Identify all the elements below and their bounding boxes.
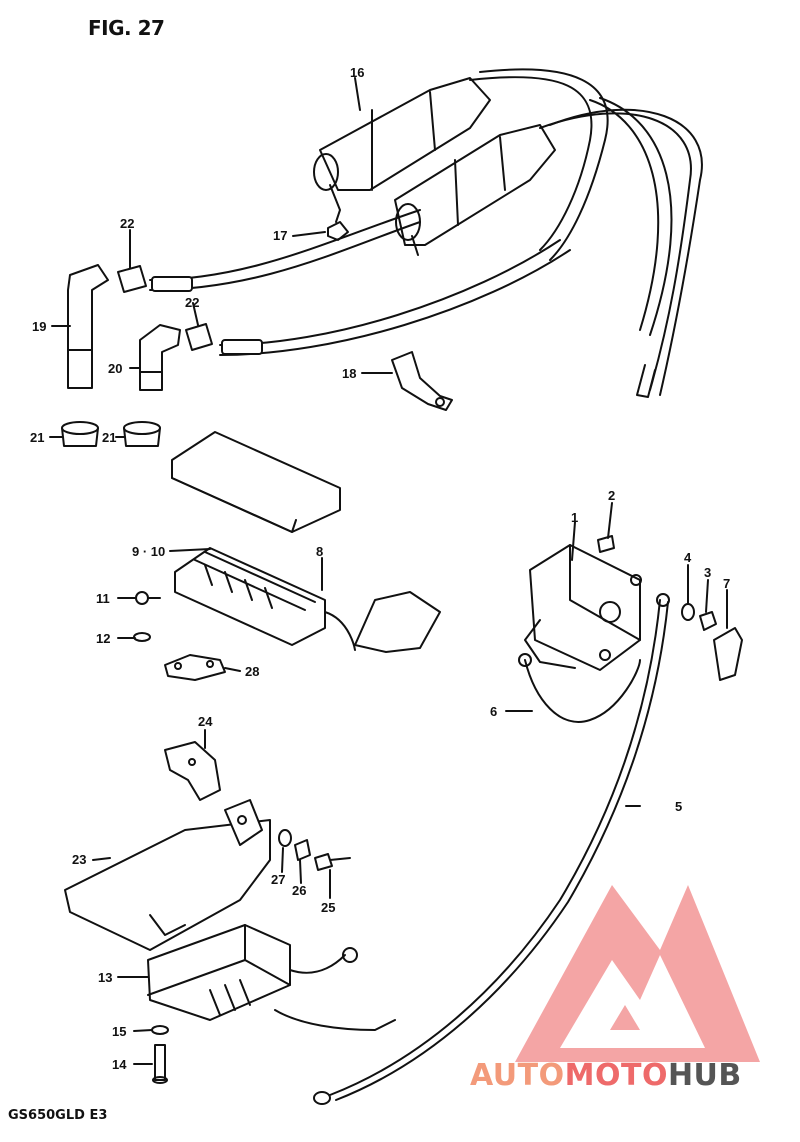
callout-6: 6 — [490, 704, 497, 719]
plate-23 — [64, 799, 271, 951]
figure-title: FIG. 27 — [88, 16, 165, 40]
plug-lead-lower — [219, 239, 561, 346]
callout-13: 13 — [98, 970, 112, 985]
callout-28: 28 — [245, 664, 259, 679]
boot-7 — [713, 627, 743, 681]
bolt-11 — [135, 591, 161, 605]
battery-lead-5 — [329, 599, 661, 1096]
callout-8: 8 — [316, 544, 323, 559]
ignition-coil-16 — [313, 77, 556, 256]
callout-15: 15 — [112, 1024, 126, 1039]
washer-4 — [681, 603, 695, 621]
callout-24: 24 — [198, 714, 213, 729]
callout-11: 11 — [96, 591, 110, 606]
watermark-logo — [515, 885, 760, 1062]
watermark-moto: MOTO — [564, 1058, 668, 1093]
callout-21a: 21 — [30, 430, 44, 445]
nut-17 — [327, 221, 349, 241]
callout-27: 27 — [271, 872, 285, 887]
nut-26 — [294, 839, 311, 861]
bracket-24 — [164, 741, 221, 801]
callout-18: 18 — [342, 366, 356, 381]
callout-23: 23 — [72, 852, 86, 867]
washer-12 — [133, 632, 151, 642]
callout-7: 7 — [723, 576, 730, 591]
washer-27 — [278, 829, 292, 847]
fuse-box-8 — [174, 547, 441, 653]
callout-2: 2 — [608, 488, 615, 503]
callout-20: 20 — [108, 361, 122, 376]
plug-lead-lower-b — [219, 249, 571, 356]
washer-15 — [151, 1025, 169, 1035]
cap-cover-21a — [61, 421, 99, 447]
callout-21b: 21 — [102, 430, 116, 445]
watermark-text: AUTOMOTOHUB — [470, 1058, 742, 1093]
callout-5: 5 — [675, 799, 682, 814]
seal-22-upper — [117, 265, 147, 293]
callout-16: 16 — [350, 65, 364, 80]
coil-leads — [469, 68, 703, 398]
callout-17: 17 — [273, 228, 287, 243]
callout-4: 4 — [684, 550, 692, 565]
screw-2 — [597, 535, 615, 553]
clamp-18 — [391, 351, 453, 411]
regulator-13 — [147, 924, 396, 1031]
callout-9-10: 9 · 10 — [132, 544, 165, 559]
cap-cover-21b — [123, 421, 161, 447]
bolt-14 — [152, 1044, 168, 1084]
seal-22-lower — [185, 323, 213, 351]
callout-3: 3 — [704, 565, 711, 580]
callout-25: 25 — [321, 900, 335, 915]
nut-3 — [699, 611, 717, 631]
callout-19: 19 — [32, 319, 46, 334]
bolt-25 — [314, 853, 351, 871]
callout-22b: 22 — [185, 295, 199, 310]
plug-cap-19 — [67, 264, 109, 389]
starter-relay-1 — [524, 544, 642, 671]
callout-26: 26 — [292, 883, 306, 898]
model-code: GS650GLD E3 — [8, 1108, 108, 1123]
lead-wire-6 — [524, 659, 641, 723]
callout-12: 12 — [96, 631, 110, 646]
fuse-box-cover — [171, 431, 341, 533]
watermark-auto: AUTO — [470, 1058, 565, 1093]
bracket-28 — [164, 654, 226, 681]
callout-14: 14 — [112, 1057, 127, 1072]
callout-22a: 22 — [120, 216, 134, 231]
callout-1: 1 — [571, 510, 578, 525]
plug-cap-20 — [139, 324, 181, 391]
watermark-hub: HUB — [667, 1058, 742, 1093]
